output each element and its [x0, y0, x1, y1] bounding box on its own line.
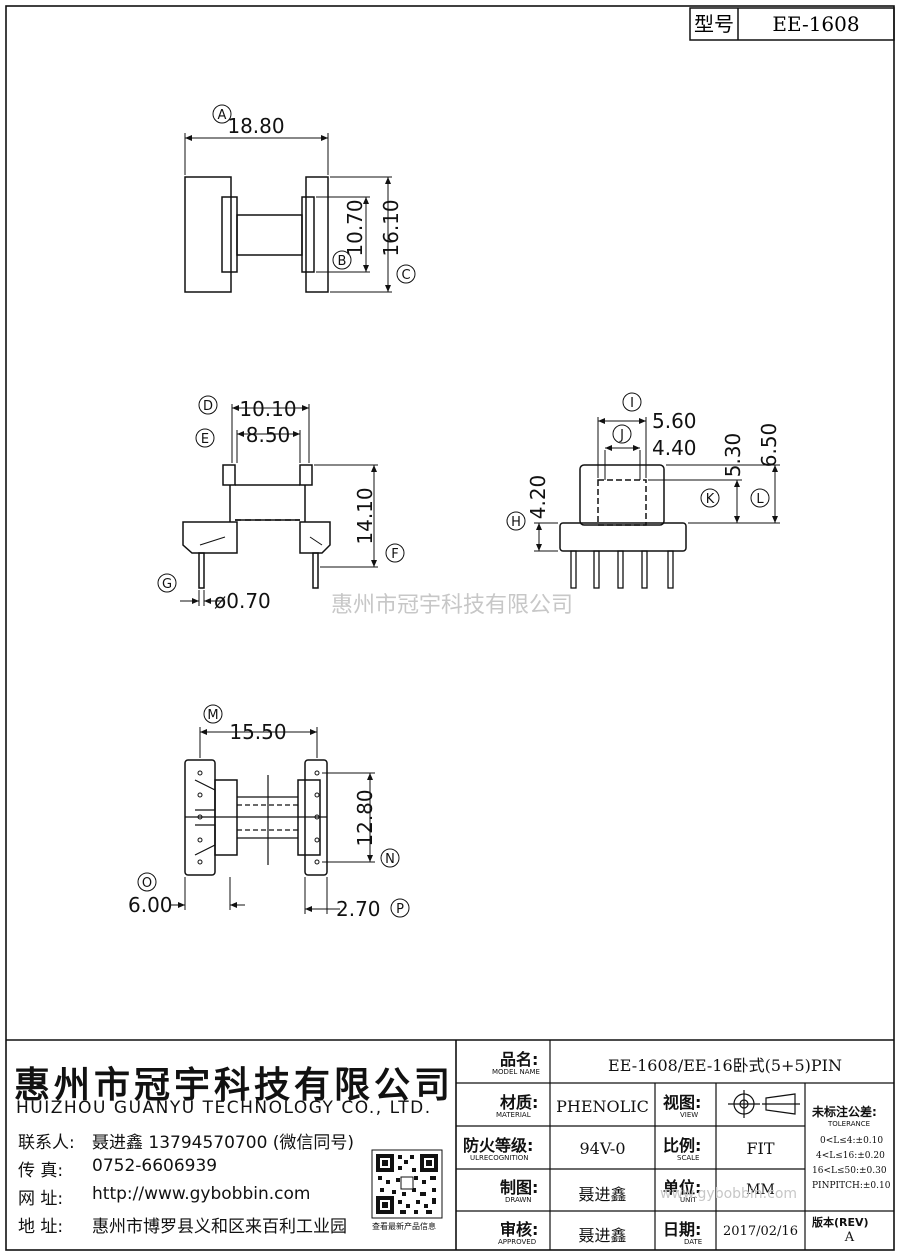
svg-text:G: G — [162, 577, 172, 592]
product-name: EE-1608/EE-16卧式(5+5)PIN — [608, 1056, 842, 1075]
drawn-label: 制图: — [500, 1178, 539, 1197]
contact-value: 聂进鑫 13794570700 (微信同号) — [92, 1133, 355, 1153]
tolerance-3: 16<L≤50:±0.30 — [812, 1166, 887, 1176]
material-sub: MATERIAL — [496, 1111, 531, 1119]
date-sub: DATE — [684, 1238, 703, 1246]
approved-sub: APPROVED — [498, 1238, 537, 1246]
dim-N: 12.80 — [353, 789, 377, 846]
dim-E: 8.50 — [246, 423, 291, 447]
bottom-view — [137, 704, 410, 918]
tolerance-title: 未标注公差: — [812, 1105, 877, 1119]
company-name-cn: 惠州市冠宇科技有限公司 — [14, 1065, 455, 1106]
svg-text:E: E — [201, 432, 209, 447]
address-value: 惠州市博罗县义和区来百利工业园 — [92, 1217, 347, 1237]
top-view — [184, 104, 416, 293]
unit-label: 单位: — [663, 1178, 702, 1197]
dim-H: 4.20 — [526, 475, 550, 520]
svg-text:P: P — [396, 902, 404, 917]
svg-text:N: N — [385, 852, 395, 867]
front-view-labels: D E F G 10.10 8.50 14.10 ø0.70 — [162, 397, 399, 613]
svg-text:L: L — [756, 492, 764, 507]
front-view — [157, 395, 405, 606]
date-value: 2017/02/16 — [723, 1224, 798, 1239]
dim-J: 4.40 — [652, 436, 697, 460]
drawn-sub: DRAWN — [505, 1196, 532, 1204]
web-label: 网 址: — [18, 1189, 64, 1209]
fire-label: 防火等级: — [463, 1136, 534, 1155]
model-value: EE-1608 — [772, 12, 859, 36]
dim-M: 15.50 — [229, 720, 286, 744]
watermark: 惠州市冠宇科技有限公司 — [331, 593, 573, 618]
dim-O: 6.00 — [128, 893, 173, 917]
svg-text:A: A — [218, 108, 227, 123]
drawn-value: 聂进鑫 — [578, 1185, 627, 1204]
dim-I: 5.60 — [652, 409, 697, 433]
model-header-box: 型号 EE-1608 — [689, 7, 895, 41]
top-view-labels: A 18.80 B C 10.70 16.10 — [218, 108, 411, 283]
fax-value: 0752-6606939 — [92, 1156, 218, 1176]
web-link[interactable]: http://www.gybobbin.com — [92, 1184, 311, 1204]
svg-text:M: M — [207, 708, 218, 723]
unit-value: MM — [746, 1182, 775, 1198]
tolerance-2: 4<L≤16:±0.20 — [816, 1151, 885, 1161]
dim-C: 16.10 — [379, 199, 403, 256]
model-label: 型号 — [694, 12, 734, 36]
dim-D: 10.10 — [239, 397, 296, 421]
projection-symbol-icon — [728, 1090, 800, 1118]
tolerance-1: 0<L≤4:±0.10 — [820, 1136, 884, 1146]
material-label: 材质: — [500, 1093, 539, 1112]
scale-label: 比例: — [663, 1136, 702, 1155]
svg-text:K: K — [706, 492, 715, 507]
drawing-border — [5, 5, 895, 1251]
view-label: 视图: — [663, 1093, 702, 1112]
svg-text:I: I — [630, 396, 634, 411]
contact-label: 联系人: — [18, 1133, 75, 1153]
title-block — [6, 1039, 894, 1250]
svg-text:D: D — [203, 399, 213, 414]
dim-G: ø0.70 — [214, 589, 271, 613]
svg-text:F: F — [391, 547, 398, 562]
product-name-label: 品名: — [500, 1050, 539, 1069]
svg-text:J: J — [619, 428, 624, 443]
fire-sub: ULRECOGNITION — [470, 1154, 529, 1162]
view-sub: VIEW — [680, 1111, 699, 1119]
qr-code-icon — [371, 1149, 443, 1219]
company-name-en: HUIZHOU GUANYU TECHNOLOGY CO., LTD. — [16, 1098, 432, 1118]
revision-value: A — [844, 1230, 855, 1245]
dim-F: 14.10 — [353, 487, 377, 544]
watermark-small: www.gybobbin.com — [660, 1186, 798, 1202]
svg-text:H: H — [511, 515, 521, 530]
dim-B: 10.70 — [343, 199, 367, 256]
revision-label: 版本(REV) — [812, 1216, 869, 1229]
product-name-sub: MODEL NAME — [492, 1068, 540, 1076]
svg-text:C: C — [401, 268, 410, 283]
svg-text:B: B — [338, 254, 347, 269]
dim-L: 6.50 — [757, 423, 781, 468]
scale-value: FIT — [746, 1139, 775, 1158]
dim-K: 5.30 — [721, 433, 745, 478]
address-label: 地 址: — [18, 1217, 64, 1237]
unit-sub: UNIT — [680, 1196, 697, 1204]
tolerance-sub: TOLERANCE — [828, 1120, 871, 1128]
bottom-view-labels: M N O P 15.50 12.80 6.00 2.70 — [128, 708, 404, 921]
scale-sub: SCALE — [677, 1154, 700, 1162]
approved-value: 聂进鑫 — [578, 1226, 627, 1245]
fire-value: 94V-0 — [579, 1139, 626, 1158]
side-view-labels: I J K L H 5.60 4.40 5.30 6.50 4.20 — [511, 396, 781, 530]
approved-label: 审核: — [500, 1220, 539, 1239]
side-view — [506, 392, 780, 589]
qr-caption: 查看最新产品信息 — [372, 1222, 436, 1231]
date-label: 日期: — [663, 1220, 702, 1239]
dim-P: 2.70 — [336, 897, 381, 921]
svg-text:O: O — [142, 876, 152, 891]
material-value: PHENOLIC — [556, 1097, 649, 1116]
fax-label: 传 真: — [18, 1161, 64, 1181]
tolerance-4: PINPITCH:±0.10 — [812, 1181, 891, 1191]
dim-A: 18.80 — [227, 114, 284, 138]
